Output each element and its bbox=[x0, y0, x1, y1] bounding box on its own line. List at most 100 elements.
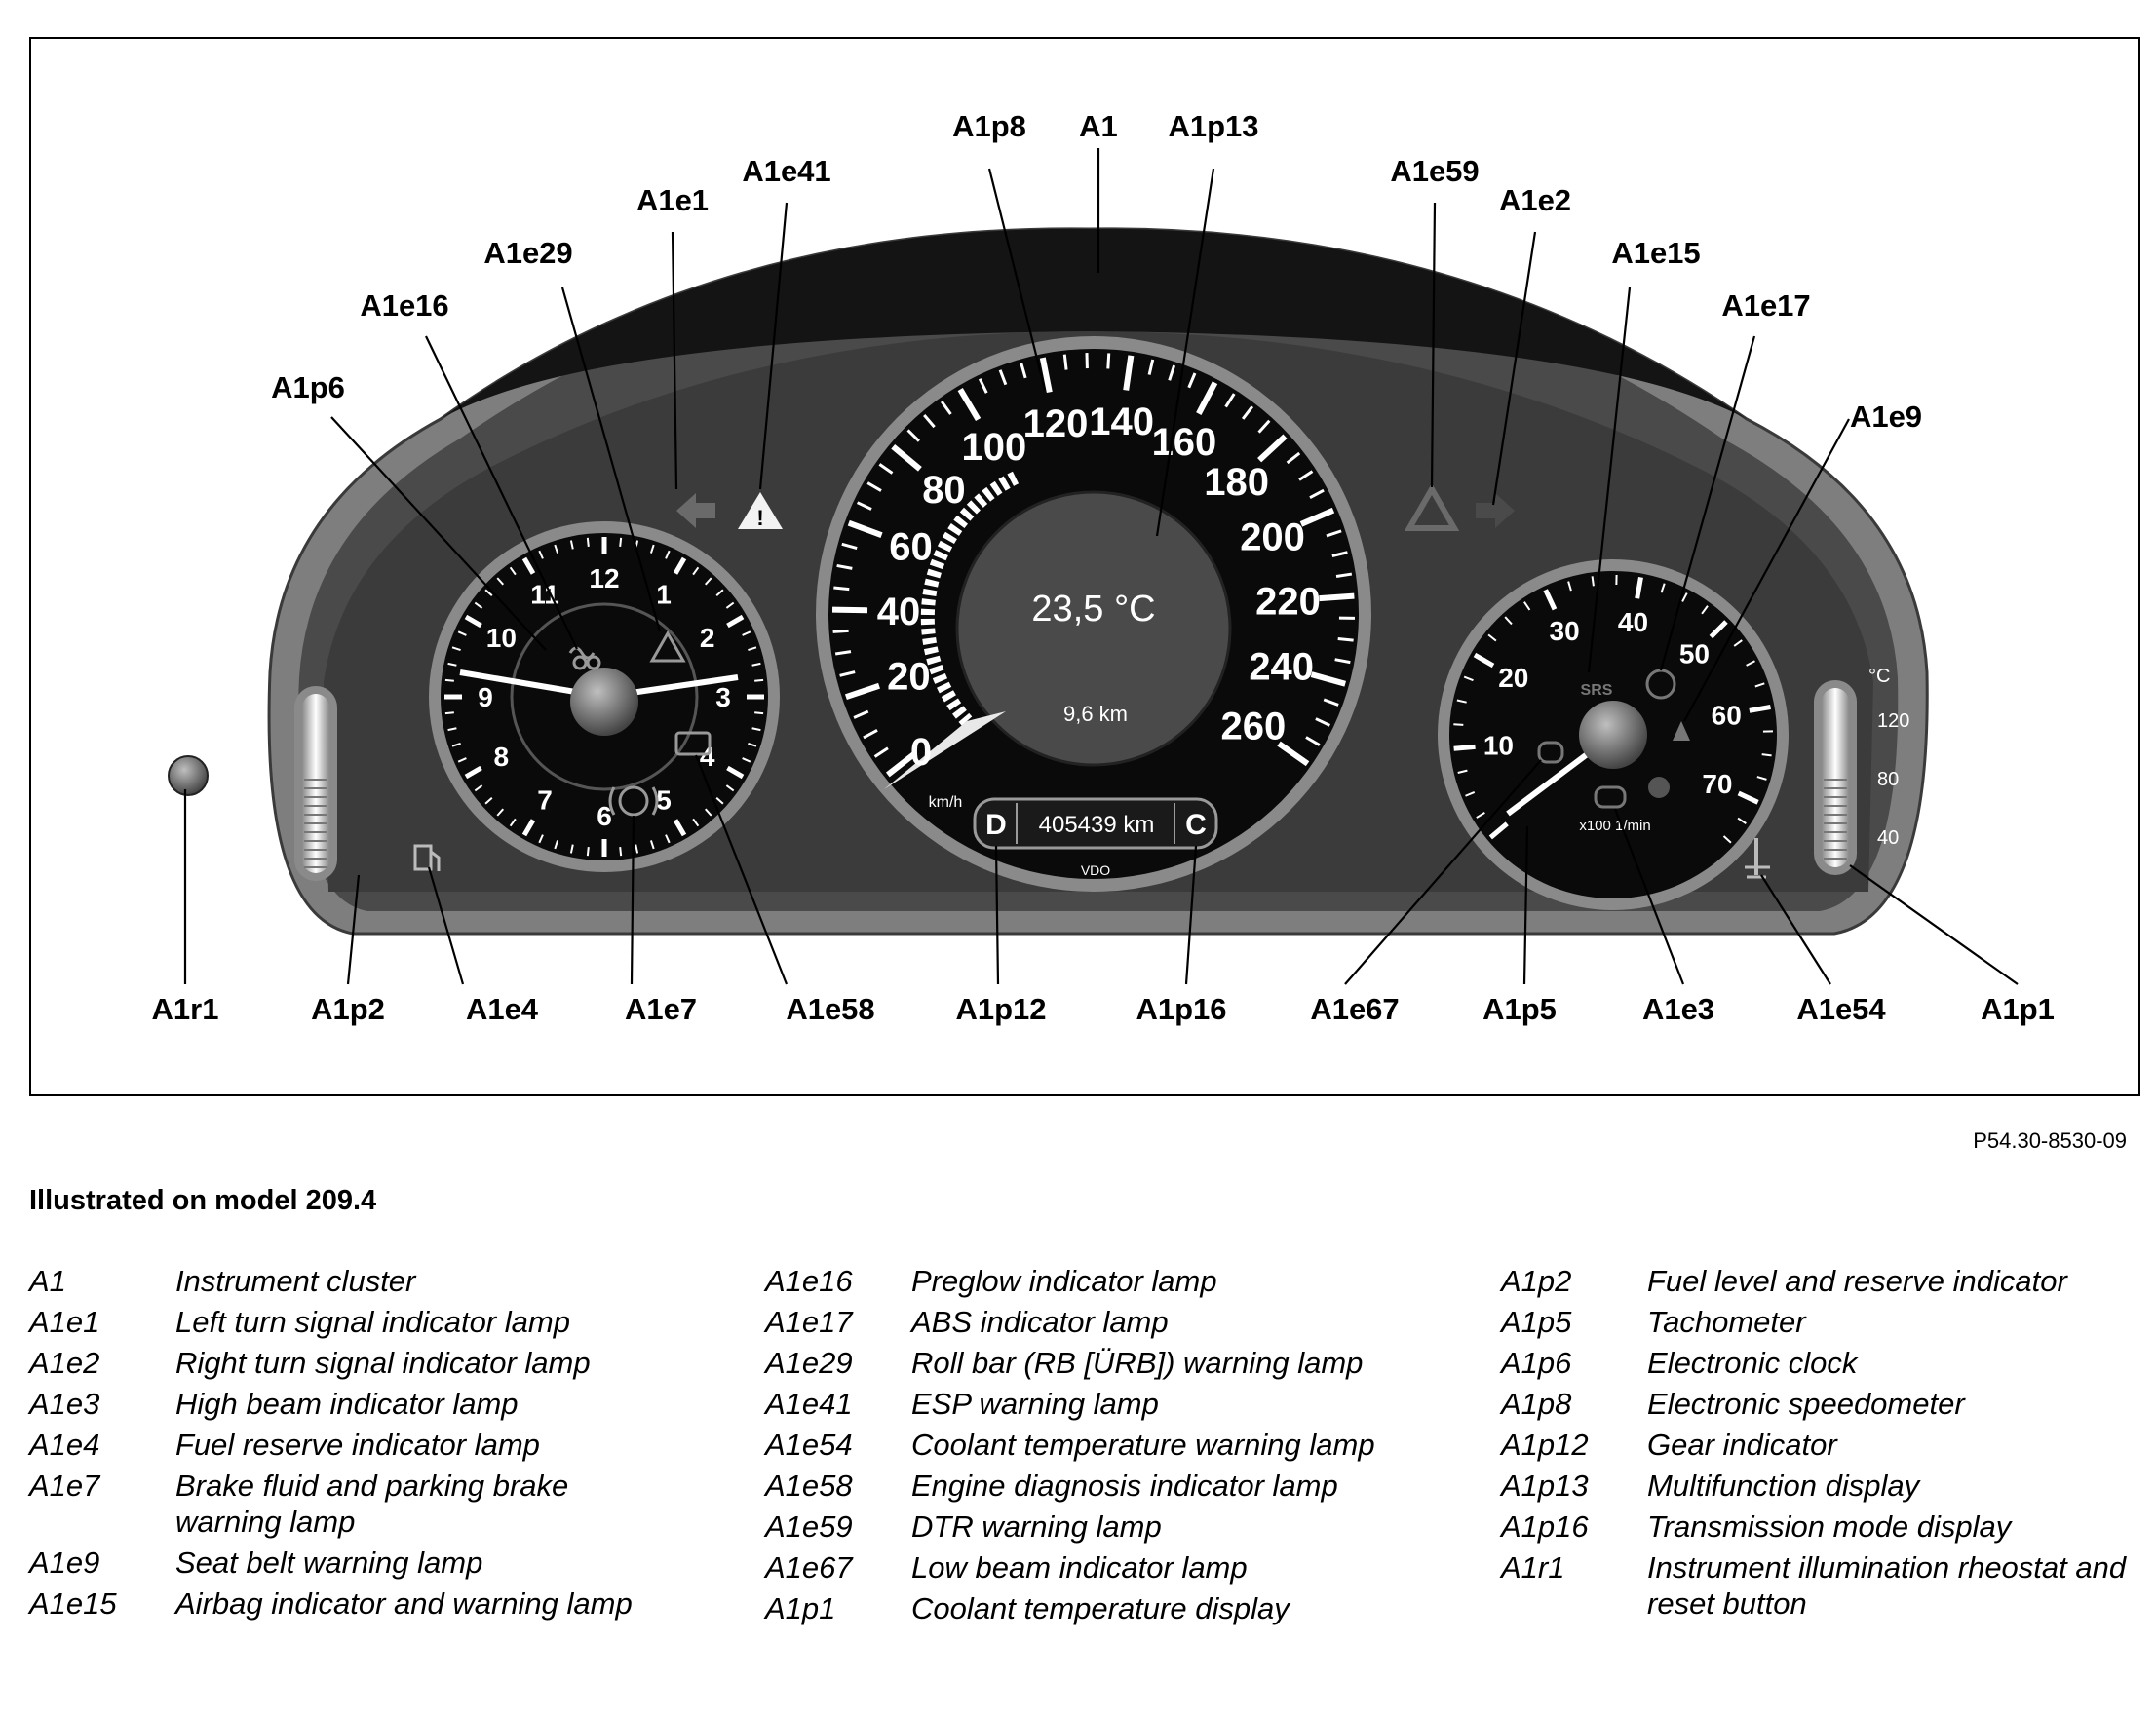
speedometer-tick bbox=[873, 746, 889, 758]
speedometer-tick bbox=[844, 682, 880, 701]
coolant-gauge: °C 120 80 40 bbox=[1814, 666, 1909, 875]
clock-tick bbox=[569, 844, 574, 854]
clock-tick bbox=[509, 566, 517, 576]
callout-A1p12: A1p12 bbox=[955, 992, 1046, 1026]
clock-tick bbox=[457, 630, 467, 636]
clock-number: 7 bbox=[537, 785, 553, 816]
tachometer-tick bbox=[1701, 605, 1709, 615]
clock-tick bbox=[444, 678, 454, 682]
speedometer-tick bbox=[1305, 736, 1321, 746]
fuel-scale-empty: 0 bbox=[250, 833, 261, 855]
callout-A1e7: A1e7 bbox=[625, 992, 697, 1026]
tachometer-tick bbox=[1504, 616, 1513, 626]
clock-tick bbox=[726, 765, 745, 780]
figure-id: P54.30-8530-09 bbox=[1973, 1128, 2127, 1153]
tachometer-tick bbox=[1722, 835, 1732, 844]
clock-number: 6 bbox=[597, 801, 612, 831]
clock-number: 1 bbox=[656, 579, 672, 609]
clock-tick bbox=[751, 662, 761, 667]
tachometer-tick bbox=[1453, 723, 1464, 726]
legend-item: A1e67 Low beam indicator lamp bbox=[765, 1549, 1447, 1585]
clock-tick bbox=[538, 550, 544, 559]
clock-ticks bbox=[444, 537, 764, 857]
legend-description: Fuel reserve indicator lamp bbox=[175, 1428, 540, 1462]
speedometer-tick bbox=[1277, 741, 1310, 767]
tachometer-tick bbox=[1737, 817, 1747, 824]
legend-code: A1p13 bbox=[1501, 1469, 1589, 1503]
callout-A1e9: A1e9 bbox=[1850, 400, 1922, 434]
tachometer-hub bbox=[1579, 701, 1647, 769]
coolant-scale-lines bbox=[1824, 779, 1847, 860]
clock-number: 2 bbox=[700, 623, 715, 653]
tachometer-tick bbox=[1453, 744, 1476, 751]
speedometer-tick bbox=[833, 586, 850, 592]
legend-description: ABS indicator lamp bbox=[911, 1305, 1169, 1339]
speedometer-tick bbox=[885, 750, 918, 778]
fuel-scale-half: 1/2 bbox=[234, 751, 261, 773]
callout-A1e4: A1e4 bbox=[466, 992, 539, 1026]
legend-code: A1e9 bbox=[29, 1546, 100, 1580]
legend-description: Fuel level and reserve indicator bbox=[1647, 1264, 2067, 1298]
clock-tick bbox=[673, 556, 687, 575]
clock-number: 8 bbox=[494, 742, 510, 772]
legend-code: A1p6 bbox=[1501, 1346, 1572, 1380]
callout-A1e2: A1e2 bbox=[1499, 183, 1571, 217]
legend-code: A1p2 bbox=[1501, 1264, 1572, 1298]
legend-description: Gear indicator bbox=[1647, 1428, 1837, 1462]
speedometer-number: 80 bbox=[922, 469, 966, 512]
legend-description: Low beam indicator lamp bbox=[911, 1550, 1248, 1585]
speedometer-tick bbox=[841, 542, 858, 551]
speedometer-tick bbox=[834, 650, 852, 656]
tachometer-tick bbox=[1465, 791, 1476, 797]
speedometer-tick bbox=[1187, 372, 1197, 389]
tachometer-tick bbox=[1681, 592, 1688, 602]
callout-A1p16: A1p16 bbox=[1136, 992, 1226, 1026]
tachometer-number: 40 bbox=[1618, 607, 1648, 637]
tachometer-number: 50 bbox=[1679, 639, 1710, 669]
odometer-display bbox=[973, 797, 1218, 850]
speedometer-tick bbox=[839, 670, 856, 677]
legend-code: A1e29 bbox=[765, 1346, 853, 1380]
clock-tick bbox=[635, 844, 639, 854]
callout-A1e29: A1e29 bbox=[483, 236, 572, 270]
speedometer-number: 120 bbox=[1023, 402, 1089, 445]
speedometer-number: 160 bbox=[1152, 421, 1217, 464]
tachometer-tick bbox=[1567, 581, 1572, 592]
gear-indicator: D bbox=[985, 809, 1007, 841]
legend-code: A1e67 bbox=[765, 1550, 853, 1585]
tachometer-tick bbox=[1754, 682, 1765, 688]
legend-description: Roll bar (RB [ÜRB]) warning lamp bbox=[911, 1346, 1364, 1380]
clock-number: 12 bbox=[589, 563, 619, 593]
speedometer-number: 20 bbox=[887, 656, 931, 699]
clock-tick bbox=[586, 537, 590, 547]
speedometer-ticks bbox=[831, 353, 1355, 778]
speedometer-tick bbox=[1168, 364, 1176, 381]
clock-tick bbox=[715, 589, 724, 597]
esp-warning-icon-mark: ! bbox=[756, 506, 763, 530]
speedometer-tick bbox=[1286, 451, 1301, 465]
legend-description: Engine diagnosis indicator lamp bbox=[911, 1469, 1338, 1503]
speedometer-tick bbox=[1319, 592, 1355, 602]
speedometer-tick bbox=[1257, 419, 1271, 434]
legend-code: A1p16 bbox=[1501, 1509, 1589, 1544]
legend-code: A1e59 bbox=[765, 1509, 853, 1544]
clock-tick bbox=[742, 630, 751, 636]
speedometer-tick bbox=[1323, 698, 1339, 707]
engine-diagnosis-icon bbox=[674, 731, 712, 756]
legend-description: Right turn signal indicator lamp bbox=[175, 1346, 591, 1380]
clock-tick bbox=[692, 818, 700, 827]
speedometer-tick bbox=[1334, 658, 1351, 665]
clock-tick bbox=[649, 840, 655, 850]
speedometer-number: 200 bbox=[1240, 516, 1305, 559]
coolant-scale-low: 40 bbox=[1877, 827, 1899, 849]
tachometer-number: 10 bbox=[1483, 730, 1514, 760]
legend-code: A1p8 bbox=[1501, 1387, 1572, 1421]
